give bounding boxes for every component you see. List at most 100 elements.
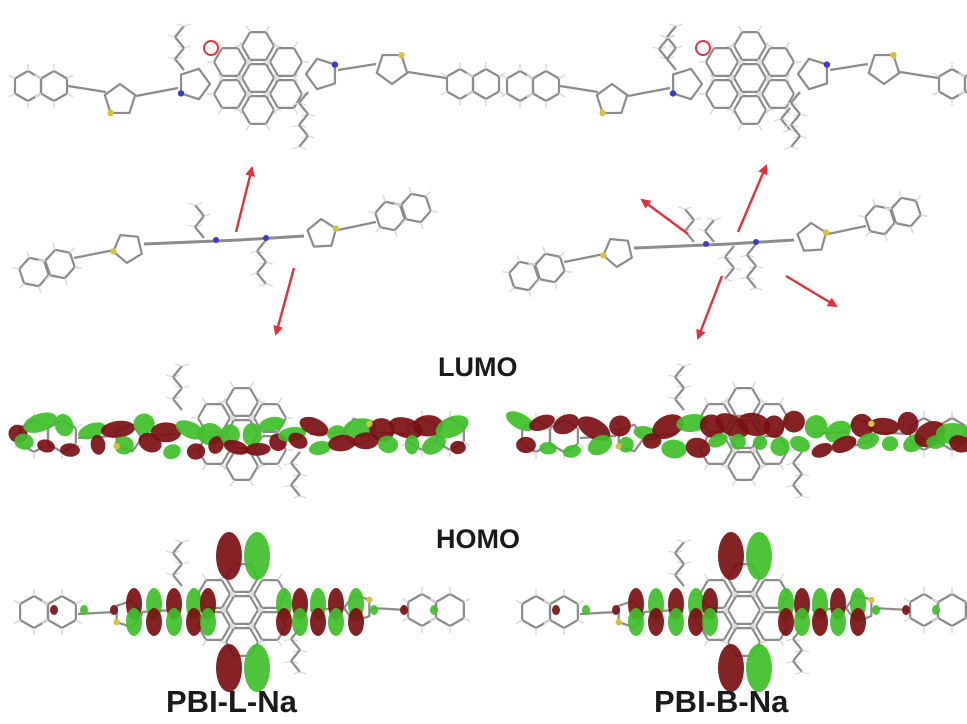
orbital-lobe-positive [186,443,206,460]
orbital-lobe-negative [80,605,88,615]
bond [221,397,227,405]
orbital-lobe-negative [582,605,590,615]
bond [723,607,729,615]
orbital-lobe-positive [688,608,704,636]
sulfur-atom [599,109,606,117]
bond [237,41,243,49]
bond [221,463,227,471]
bond [704,219,715,232]
bond [394,202,402,206]
bond [765,75,771,83]
bond [931,617,939,623]
sulfur-atom [110,248,117,255]
benzene-ring [212,47,248,77]
bond [174,58,185,71]
bond [675,23,684,27]
orbital-lobe-negative [370,605,378,615]
bond [801,649,810,653]
bond [167,34,176,38]
bond [779,573,785,581]
bond [737,89,743,97]
bond [674,563,685,576]
nitrogen-atom [823,61,831,68]
bond [759,605,765,613]
bond [872,198,876,207]
bond [293,41,299,49]
bond [165,550,174,554]
bond [706,217,715,221]
bond [466,72,474,78]
orbital-lobe-positive [450,440,466,455]
bond [265,25,271,33]
benzene-ring [726,387,762,417]
bond [704,230,715,243]
bond [508,286,515,294]
bond [245,25,251,33]
orbital-lobe-positive [100,420,136,438]
bond [172,398,183,411]
bond [249,272,258,276]
highlight-circle-marker [203,40,219,56]
bond [221,607,227,615]
orbital-lobe-negative [932,605,940,615]
benzene-ring [534,252,566,284]
bond [249,591,255,599]
bond [399,198,406,206]
bond [773,118,782,122]
bond [420,221,424,230]
orbital-lobe-positive [348,608,364,636]
bond [291,146,300,150]
bond [26,250,30,259]
bond [67,84,107,94]
bond [889,202,896,210]
bond [651,46,660,50]
bond [401,597,409,603]
bond [298,146,307,150]
bond [528,289,532,298]
nitrogen-atom [213,237,219,243]
bond [729,41,735,49]
bond [723,605,729,613]
orbital-lobe-positive [150,422,182,443]
orbital-lobe-negative [668,608,684,636]
bond [668,23,677,27]
bond [34,92,42,98]
bond [44,274,51,282]
bond [729,75,735,83]
pbi-l-na-caption: PBI-L-Na [166,684,297,719]
benzene-ring [890,196,922,228]
bond [785,638,794,642]
bond [176,23,185,27]
bond [666,47,677,60]
bond [779,397,785,405]
orbital-lobe-positive [328,434,356,452]
bond [500,74,508,80]
orbital-lobe-positive [783,410,805,433]
orbital-lobe-negative [163,444,181,460]
bond [801,495,810,499]
orbital-lobe-negative [259,416,285,432]
sulfur-atom [615,443,622,450]
bond [217,75,223,83]
bond [291,124,300,128]
bond [785,484,794,488]
orbital-lobe-positive [577,416,611,442]
bond [201,397,207,405]
orbital-lobe-negative [430,605,438,615]
bond [737,123,743,131]
benzene-ring [726,595,762,625]
bond [408,186,412,195]
bond [174,36,185,49]
bond [709,73,715,81]
bond [674,387,685,400]
bond [265,59,271,67]
orbital-lobe-negative [404,434,420,455]
bond [165,396,174,400]
bond [958,90,966,96]
bond [194,202,203,206]
benzene-ring [704,47,740,77]
bond [290,451,301,464]
dipole-arrow [640,198,689,235]
bond [785,75,791,83]
bond [739,254,748,258]
